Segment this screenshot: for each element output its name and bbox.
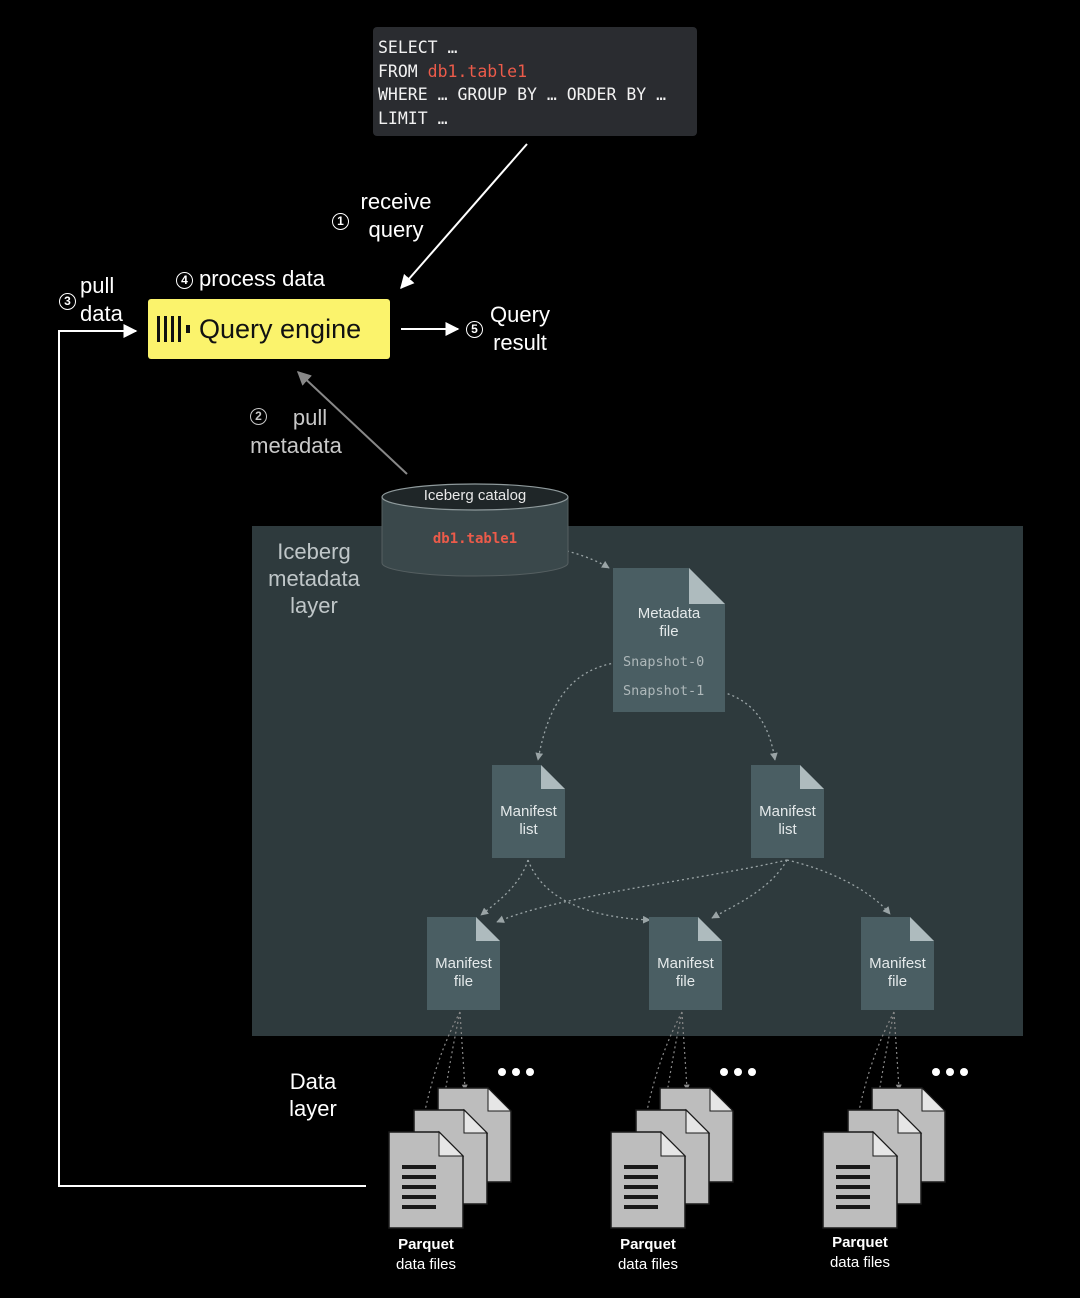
pull-metadata-label-line2: metadata <box>250 433 342 458</box>
manifest-file-label-line1: Manifest <box>869 955 926 972</box>
pull-metadata-label: pull metadata <box>244 404 348 460</box>
data-layer-label: Data layer <box>268 1068 358 1122</box>
manifest-list-label-line1: Manifest <box>500 803 557 820</box>
snapshot-0-label: Snapshot-0 <box>623 654 705 670</box>
data-layer-label-line1: Data <box>289 1069 337 1094</box>
manifest-file-label: Manifest file <box>427 955 500 991</box>
manifest-file-label-line1: Manifest <box>657 955 714 972</box>
sql-table-name: db1.table1 <box>427 61 528 81</box>
catalog-table-name: db1.table1 <box>432 531 518 547</box>
snapshot1-to-manifest-list-link <box>717 690 778 761</box>
receive-query-label: receive query <box>352 188 440 244</box>
snapshot0-to-manifest-list-link <box>535 661 622 761</box>
step-number-2: 2 <box>250 408 267 425</box>
query-engine-logo-icon <box>157 316 190 342</box>
pull-metadata-arrow <box>296 371 408 475</box>
parquet-files-label-line2: data files <box>829 1254 891 1271</box>
metadata-layer-label: Iceberg metadata layer <box>256 538 372 619</box>
step-number-4: 4 <box>176 272 193 289</box>
list2-to-file1-link <box>496 859 788 923</box>
manifest-file-label-line1: Manifest <box>435 955 492 972</box>
pull-metadata-label-line1: pull <box>292 405 328 430</box>
pull-data-label-line2: data <box>80 301 123 326</box>
sql-line-limit: LIMIT … <box>378 108 448 128</box>
parquet-stack-3 <box>822 1086 947 1229</box>
manifest-list-label-line2: list <box>519 821 538 838</box>
sql-line-from: FROM db1.table1 <box>378 60 697 84</box>
document-icon <box>388 1130 465 1229</box>
metadata-layer-label-line1: Iceberg <box>277 539 351 564</box>
metadata-layer-label-line2: metadata <box>268 566 360 591</box>
metadata-file-label: Metadata file <box>613 605 725 641</box>
data-layer-label-line2: layer <box>289 1096 337 1121</box>
parquet-files-label: Parquet data files <box>810 1233 910 1273</box>
step-number-3: 3 <box>59 293 76 310</box>
parquet-files-label: Parquet data files <box>598 1235 698 1275</box>
snapshot-1-label: Snapshot-1 <box>623 683 705 699</box>
sql-line-select: SELECT … <box>378 38 458 57</box>
metadata-file-label-line1: Metadata <box>637 605 701 622</box>
query-engine-box: Query engine <box>148 299 390 359</box>
metadata-links <box>480 540 891 924</box>
pull-data-label-line1: pull <box>80 273 115 298</box>
iceberg-catalog-title: Iceberg catalog <box>423 487 527 504</box>
manifest-list-label-line1: Manifest <box>759 803 816 820</box>
receive-query-arrow <box>400 143 528 290</box>
manifest-list-label: Manifest list <box>492 803 565 839</box>
parquet-stack-1 <box>388 1086 513 1229</box>
step-number-1: 1 <box>332 213 349 230</box>
manifest-list-label-line2: list <box>778 821 797 838</box>
manifest-file-label: Manifest file <box>861 955 934 991</box>
manifest-file-label-line2: file <box>453 973 474 990</box>
manifest-list-label: Manifest list <box>751 803 824 839</box>
parquet-files-label-line1: Parquet <box>398 1236 454 1253</box>
database-cylinder-icon <box>381 483 569 577</box>
document-icon <box>610 1130 687 1229</box>
receive-query-label-line2: query <box>368 217 424 242</box>
metadata-file-label-line2: file <box>659 623 679 640</box>
ellipsis-icon <box>932 1068 968 1076</box>
parquet-files-label-line1: Parquet <box>620 1236 676 1253</box>
receive-query-label-line1: receive <box>360 189 432 214</box>
pull-data-arrow <box>58 324 366 1187</box>
query-result-label-line1: Query <box>490 302 550 327</box>
manifest-file-label-line2: file <box>675 973 696 990</box>
query-result-label-line2: result <box>493 330 547 355</box>
ellipsis-icon <box>720 1068 756 1076</box>
parquet-files-label-line1: Parquet <box>832 1234 888 1251</box>
ellipsis-icon <box>498 1068 534 1076</box>
query-engine-label: Query engine <box>199 314 362 344</box>
query-result-label: Query result <box>484 301 556 357</box>
sql-line-where: WHERE … GROUP BY … ORDER BY … <box>378 85 667 104</box>
list1-to-file1-link <box>480 859 529 916</box>
manifest-file-label-line2: file <box>887 973 908 990</box>
ellipsis-icons <box>498 1068 968 1076</box>
parquet-files-label: Parquet data files <box>376 1235 476 1275</box>
metadata-layer-label-line3: layer <box>290 593 338 618</box>
list2-to-file2-link <box>711 859 788 919</box>
parquet-files-label-line2: data files <box>395 1256 457 1273</box>
document-folds <box>476 568 934 941</box>
list1-to-file2-link <box>527 859 651 924</box>
pull-data-label: pull data <box>80 272 123 328</box>
manifest-file-label: Manifest file <box>649 955 722 991</box>
step-number-5: 5 <box>466 321 483 338</box>
parquet-stack-2 <box>610 1086 735 1229</box>
document-icon <box>822 1130 899 1229</box>
process-data-label: process data <box>199 266 325 291</box>
parquet-files-label-line2: data files <box>617 1256 679 1273</box>
sql-from-keyword: FROM <box>378 61 428 81</box>
